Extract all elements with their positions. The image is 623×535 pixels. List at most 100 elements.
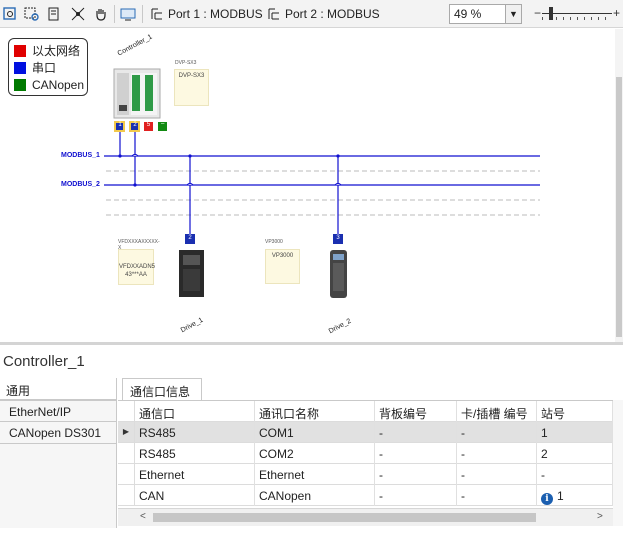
port-cell: Ethernet	[135, 464, 255, 485]
drive1-badge[interactable]: 2	[188, 235, 192, 241]
bus1-label[interactable]: MODBUS_1	[61, 152, 100, 159]
port-badge[interactable]: 5	[146, 122, 151, 128]
zoom-slider[interactable]: − +	[534, 4, 620, 24]
legend-swatch	[14, 78, 26, 91]
port-settings-icon[interactable]	[149, 6, 165, 22]
table-row[interactable]: RS485 COM2 - - 2	[118, 443, 613, 464]
port-badge[interactable]: 2	[133, 122, 137, 128]
scrollbar-thumb[interactable]	[616, 77, 622, 337]
table-vscrollbar[interactable]	[613, 400, 623, 526]
legend-swatch	[14, 44, 26, 57]
select-icon[interactable]	[46, 6, 62, 22]
table-row[interactable]: ▶ RS485 COM1 - - 1	[118, 422, 613, 443]
drive2-device	[330, 250, 347, 298]
zoom-out-icon[interactable]: −	[534, 6, 542, 20]
port-cell: CAN	[135, 485, 255, 506]
slider-thumb[interactable]	[549, 7, 553, 20]
port-info-table: 通信口 通讯口名称 背板编号 卡/插槽 编号 站号 ▶ RS485 COM1 -…	[118, 400, 613, 508]
ext-module-box-label: DVP-SX3	[178, 73, 205, 79]
legend-label: 串口	[32, 61, 57, 75]
table-header-row: 通信口 通讯口名称 背板编号 卡/插槽 编号 站号	[118, 401, 613, 422]
legend-item-canopen: CANopen	[14, 76, 87, 93]
column-header[interactable]: 站号	[537, 401, 613, 422]
column-header[interactable]: 通信口	[135, 401, 255, 422]
legend-label: 以太网络	[32, 44, 81, 58]
tab-general[interactable]: 通用	[0, 378, 116, 400]
name-cell: CANopen	[255, 485, 375, 506]
name-cell: COM2	[255, 443, 375, 464]
station-cell[interactable]: -	[537, 464, 613, 485]
legend-item-serial: 串口	[14, 59, 87, 76]
slot-cell: -	[457, 485, 537, 506]
port-cell: RS485	[135, 443, 255, 464]
column-header[interactable]: 卡/插槽 编号	[457, 401, 537, 422]
slider-track	[542, 13, 612, 14]
scroll-left-icon[interactable]: <	[140, 511, 146, 522]
property-tabs: 通用 EtherNet/IP CANopen DS301	[0, 378, 117, 528]
canvas-scrollbar[interactable]	[615, 29, 623, 342]
tab-ethernet-ip[interactable]: EtherNet/IP	[0, 400, 116, 422]
legend-item-ethernet: 以太网络	[14, 42, 87, 59]
slot-cell: -	[457, 443, 537, 464]
row-header-cell	[118, 443, 135, 464]
station-cell[interactable]: 2	[537, 443, 613, 464]
scroll-right-icon[interactable]: >	[597, 511, 603, 522]
drive2-box-label: VP3000	[271, 253, 294, 259]
column-header[interactable]: 通讯口名称	[255, 401, 375, 422]
info-icon[interactable]: i	[541, 493, 553, 505]
backplane-cell: -	[375, 422, 457, 443]
network-canvas[interactable]: 以太网络 串口 CANopen Controller_1 DVP-SX3 DVP…	[0, 29, 623, 342]
row-header-cell	[118, 401, 135, 422]
monitor-icon[interactable]	[120, 6, 136, 22]
backplane-cell: -	[375, 485, 457, 506]
column-header[interactable]: 背板编号	[375, 401, 457, 422]
port-badge[interactable]: 1	[118, 122, 122, 128]
legend-swatch	[14, 61, 26, 74]
drive1-box[interactable]: VFDXXADN5 43***AA	[118, 249, 156, 285]
network-diagram	[104, 68, 540, 298]
bus2-label[interactable]: MODBUS_2	[61, 181, 100, 188]
chevron-down-icon[interactable]: ▼	[505, 5, 521, 23]
zoom-select[interactable]: 49 % ▼	[449, 4, 522, 24]
station-cell[interactable]: 1	[537, 422, 613, 443]
drive1-tag: VFDXXXAXXXXX-X	[118, 239, 160, 251]
hand-pan-icon[interactable]	[93, 6, 109, 22]
drive1-box-label: VFDXXADN5 43***AA	[119, 264, 156, 278]
tab-canopen-ds301[interactable]: CANopen DS301	[0, 422, 116, 444]
ext-module-box[interactable]: DVP-SX3	[174, 69, 209, 106]
toolbar: Port 1 : MODBUS Port 2 : MODBUS 49 % ▼ −…	[0, 0, 623, 28]
drive2-badge[interactable]: 3	[336, 235, 340, 241]
controller-device	[113, 68, 161, 119]
row-header-cell	[118, 485, 135, 506]
toolbar-separator	[114, 5, 115, 23]
drive2-box[interactable]: VP3000	[265, 249, 300, 284]
slider-ticks	[542, 17, 612, 20]
ext-module-tag: DVP-SX3	[175, 60, 197, 66]
table-hscrollbar[interactable]: < >	[118, 508, 613, 526]
tab-port-info[interactable]: 通信口信息	[122, 378, 202, 401]
network-icon[interactable]	[70, 6, 86, 22]
slot-cell: -	[457, 422, 537, 443]
port-cell: RS485	[135, 422, 255, 443]
name-cell: Ethernet	[255, 464, 375, 485]
row-marker-icon: ▶	[118, 422, 135, 443]
row-header-cell	[118, 464, 135, 485]
scrollbar-thumb[interactable]	[153, 513, 536, 522]
table-row[interactable]: Ethernet Ethernet - - -	[118, 464, 613, 485]
port-badge[interactable]: −	[160, 121, 165, 128]
drive1-device	[179, 250, 204, 297]
toolbar-separator	[142, 5, 143, 23]
port-settings-icon[interactable]	[266, 6, 282, 22]
zoom-fit-icon[interactable]	[2, 6, 18, 22]
drive2-tag: VP3000	[265, 239, 283, 245]
port2-label[interactable]: Port 2 : MODBUS	[285, 7, 380, 21]
zoom-in-icon[interactable]: +	[612, 6, 620, 20]
backplane-cell: -	[375, 443, 457, 464]
port1-label[interactable]: Port 1 : MODBUS	[168, 7, 263, 21]
station-value: 1	[557, 489, 564, 503]
splitter[interactable]	[0, 342, 623, 345]
zoom-area-icon[interactable]	[24, 6, 40, 22]
legend: 以太网络 串口 CANopen	[8, 38, 88, 96]
